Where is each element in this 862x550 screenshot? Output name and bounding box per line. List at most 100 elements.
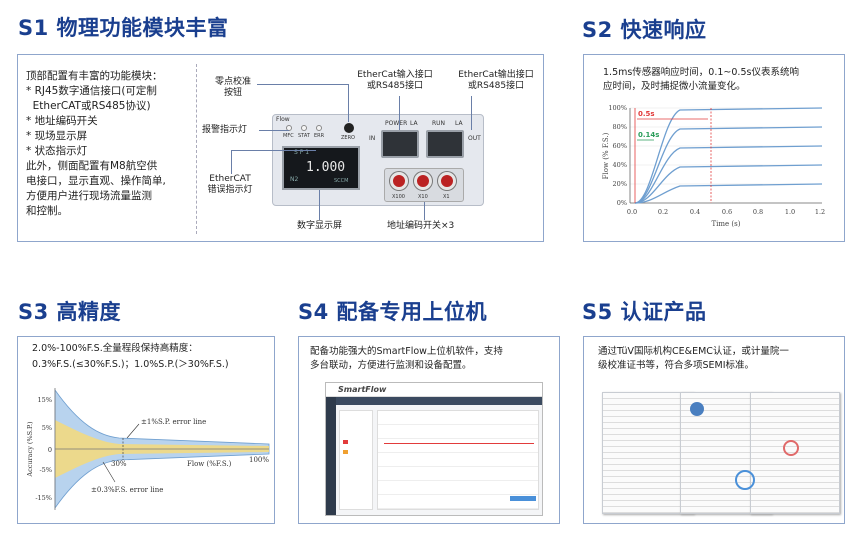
cert-seal (783, 440, 799, 456)
callout-line (257, 84, 349, 85)
x-tick: 1.0 (785, 208, 795, 216)
y-axis-label: Flow (% F.S.) (602, 132, 610, 179)
led-mfc-label: MFC (283, 133, 294, 139)
smartflow-chart (377, 410, 539, 510)
response-chart: 0.5s 0.14s 100% 80% 60% 40% 20% 0% 0.0 0… (602, 104, 825, 228)
callout-line (319, 190, 320, 220)
smartflow-list (339, 410, 373, 510)
s1-desc-line: * 现场显示屏 (26, 130, 88, 142)
led-err (316, 125, 322, 131)
list-dot-orange (343, 450, 348, 454)
ethercat-in-port[interactable] (381, 130, 419, 158)
s2-desc-line: 应时间，及时捕捉微小流量变化。 (603, 81, 746, 92)
callout-line (424, 202, 425, 220)
s1-title: S1 物理功能模块丰富 (18, 16, 229, 40)
display-unit: SCCM (334, 178, 349, 184)
ethercat-error-callout: EtherCAT 错误指示灯 (207, 174, 253, 195)
x-tick: 1.2 (815, 208, 825, 216)
y-tick: 15% (38, 396, 52, 404)
s1-desc-line: EtherCAT或RS485协议) (26, 100, 151, 112)
callout-line (399, 96, 400, 130)
s5-title: S5 认证产品 (582, 300, 707, 324)
address-switch-x10[interactable] (414, 172, 432, 190)
sw-label-x100: X100 (392, 194, 405, 200)
s1-desc-line: * RJ45数字通信接口(可定制 (26, 85, 157, 97)
address-switch-x1[interactable] (438, 172, 456, 190)
sw-label-x10: X10 (418, 194, 428, 200)
smartflow-logo: SmartFlow (338, 385, 387, 394)
display-screen (282, 146, 360, 190)
smartflow-progress (510, 496, 536, 501)
s1-desc-line: 电接口，显示直观、操作简单, (26, 175, 166, 187)
y-tick: 40% (613, 161, 627, 169)
s4-title: S4 配备专用上位机 (298, 300, 488, 324)
y-tick: 0 (48, 446, 52, 454)
s5-desc-line: 通过TüV国际机构CE&EMC认证，或计量院一 (598, 346, 789, 357)
y-tick: -5% (39, 466, 52, 474)
smartflow-titlebar (326, 383, 542, 397)
display-n2: N2 (290, 176, 299, 183)
zero-label: ZERO (341, 135, 355, 141)
led-stat (301, 125, 307, 131)
smartflow-nav (336, 397, 542, 405)
s1-desc-line: 此外，侧面配置有M8航空供 (26, 160, 158, 172)
s3-desc-line: 2.0%-100%F.S.全量程段保持高精度： (32, 343, 198, 354)
x-100-label: 100% (249, 456, 269, 464)
s1-desc-line: 和控制。 (26, 205, 68, 217)
ethercat-out-port[interactable] (426, 130, 464, 158)
accuracy-chart: 15% 5% 0 -5% -15% Accuracy (%S.P.) ±1%S.… (26, 388, 270, 510)
y-tick: -15% (35, 494, 52, 502)
y-axis-label: Accuracy (%S.P.) (26, 421, 34, 478)
smartflow-sidebar (326, 397, 336, 515)
ann-05s: 0.5s (638, 110, 655, 118)
la-label-2: LA (455, 120, 463, 127)
y-tick: 100% (608, 104, 627, 112)
y-tick: 80% (613, 123, 627, 131)
s1-desc-line: * 地址编码开关 (26, 115, 98, 127)
ann-014s: 0.14s (638, 131, 659, 139)
led-mfc (286, 125, 292, 131)
callout-line (231, 150, 232, 174)
s1-desc-line: * 状态指示灯 (26, 145, 88, 157)
fs-error-label: ±0.3%F.S. error line (91, 486, 163, 494)
s1-desc-line: 方便用户进行现场流量监测 (26, 190, 152, 202)
display-top: S P 1 (294, 149, 310, 156)
display-callout: 数字显示屏 (297, 221, 343, 231)
address-switch-x100[interactable] (390, 172, 408, 190)
callout-line (348, 84, 349, 122)
x-tick: 0.4 (690, 208, 700, 216)
switches-callout: 地址编码开关×3 (387, 221, 455, 231)
display-value: 1.000 (306, 160, 346, 175)
zero-button[interactable] (344, 123, 354, 133)
callout-line (259, 130, 289, 131)
s2-title: S2 快速响应 (582, 18, 707, 42)
s1-divider (196, 64, 197, 234)
run-label: RUN (432, 120, 446, 127)
in-port-callout: EtherCat输入接口 或RS485接口 (357, 70, 433, 91)
led-err-label: ERR (314, 133, 325, 139)
callout-line (231, 150, 316, 151)
cert-seal (735, 470, 755, 490)
s3-desc-line: 0.3%F.S.(≤30%F.S.)；1.0%S.P.(＞30%F.S.) (32, 359, 229, 370)
device-flow-label: Flow (276, 116, 290, 123)
sp-error-label: ±1%S.P. error line (141, 418, 206, 426)
callout-line (471, 96, 472, 130)
x-tick: 0.2 (658, 208, 668, 216)
x-axis-label: Time (s) (712, 220, 741, 228)
s1-desc-line: 顶部配置有丰富的功能模块： (26, 70, 163, 82)
out-port-callout: EtherCat输出接口 或RS485接口 (458, 70, 534, 91)
x-tick: 0.6 (722, 208, 732, 216)
x-tick: 0.0 (627, 208, 637, 216)
list-dot-red (343, 440, 348, 444)
la-label-1: LA (410, 120, 418, 127)
in-label: IN (369, 135, 376, 142)
response-curves (634, 107, 823, 204)
x-30-label: 30% (111, 460, 127, 468)
smartflow-trace (384, 443, 534, 444)
alarm-led-callout: 报警指示灯 (202, 125, 248, 135)
tuv-seal (690, 402, 704, 416)
led-stat-label: STAT (298, 133, 310, 139)
sw-label-x1: X1 (443, 194, 450, 200)
s4-desc-line: 多台联动，方便进行监测和设备配置。 (310, 360, 472, 371)
x-tick: 0.8 (753, 208, 763, 216)
